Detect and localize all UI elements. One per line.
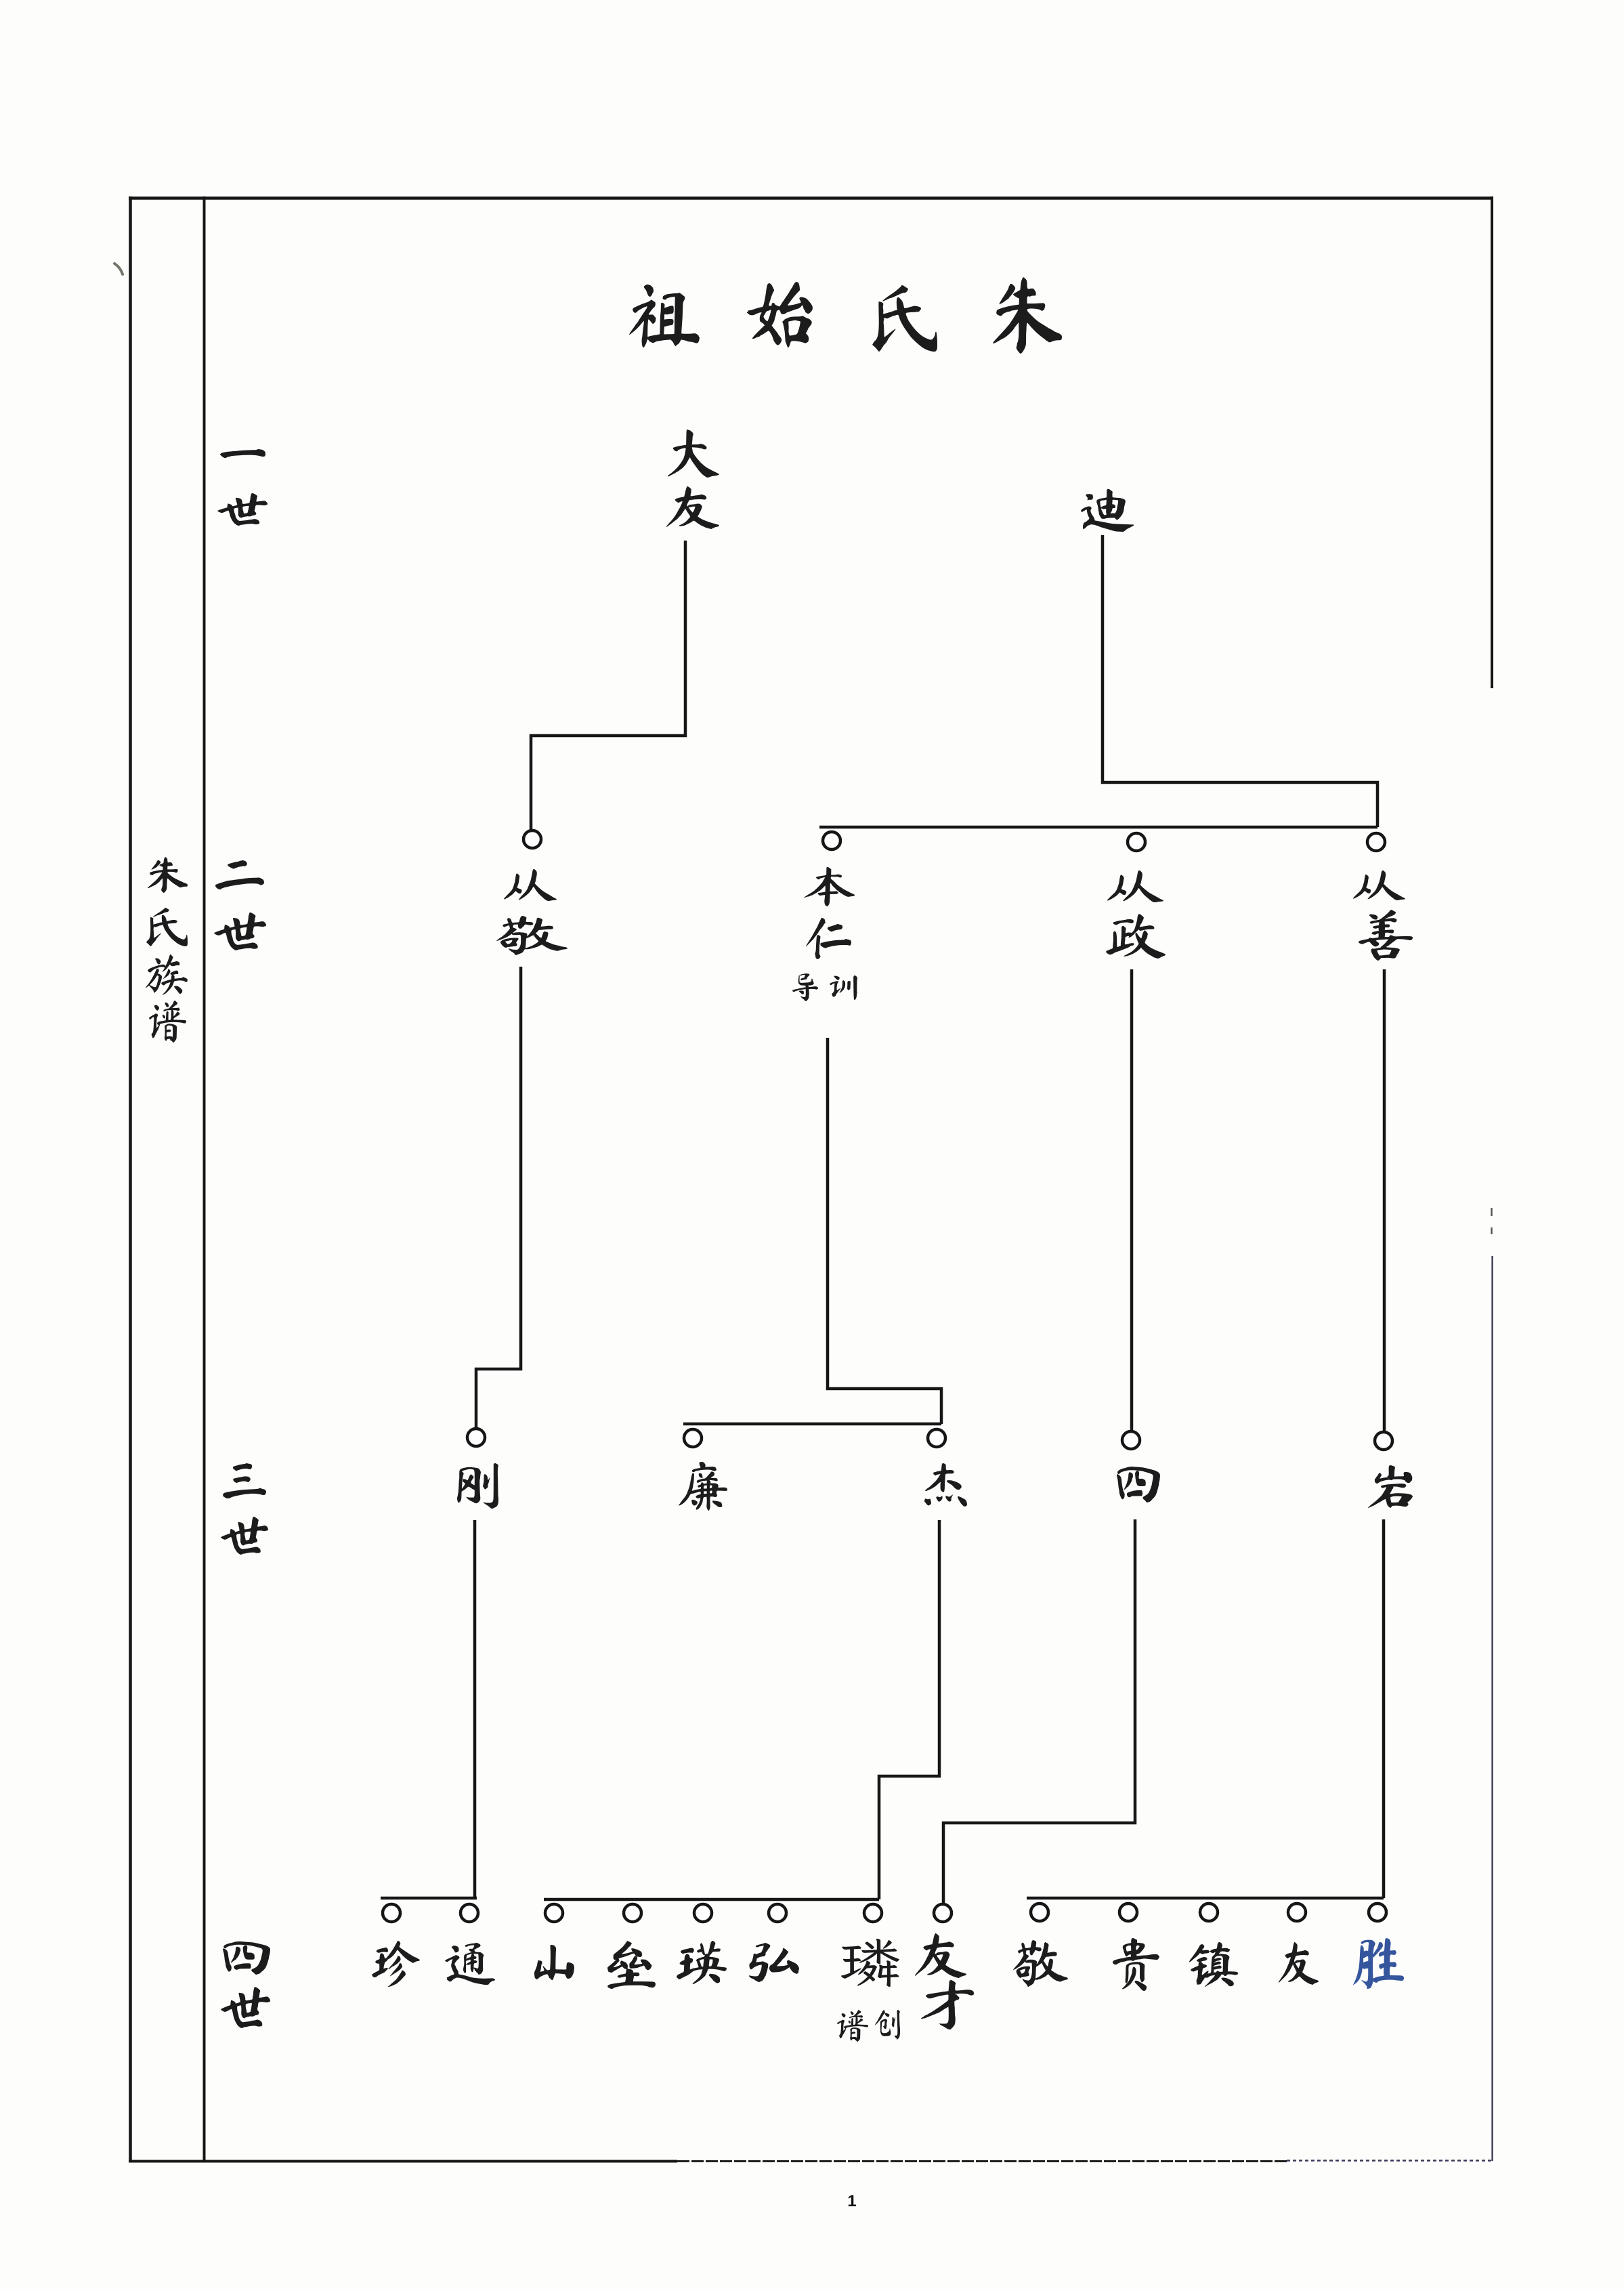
svg-text:1: 1: [847, 2192, 856, 2210]
